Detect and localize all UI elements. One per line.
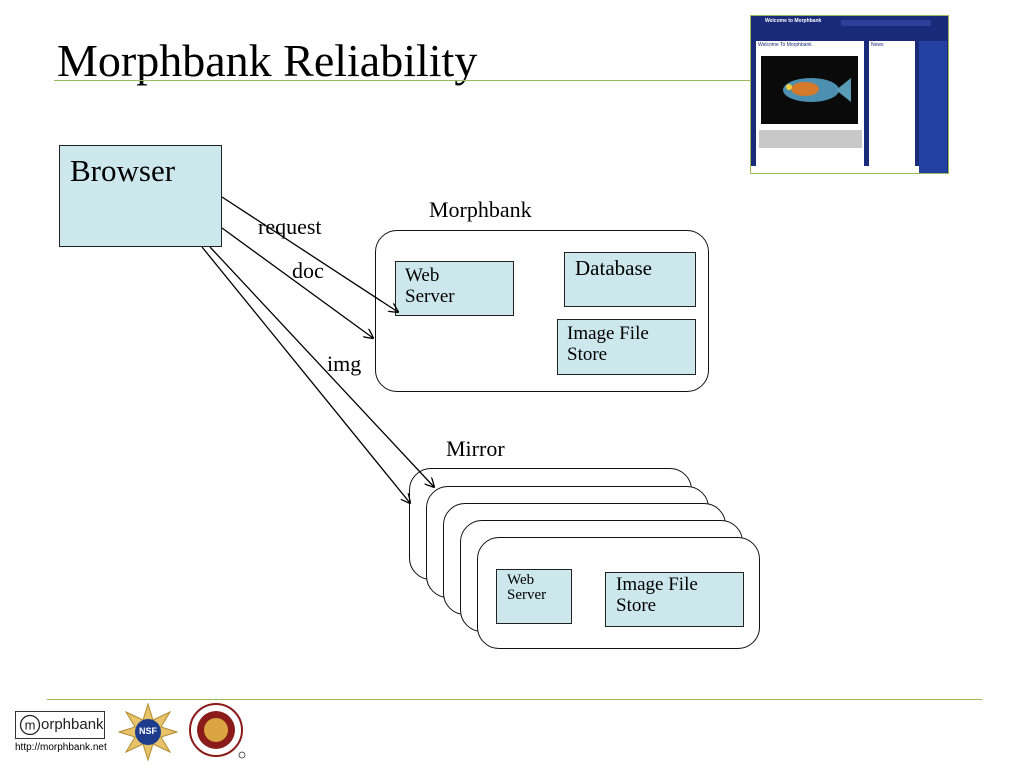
- morphbank-logo-text: orphbank: [41, 716, 104, 733]
- mirror-web-server-5-line1: Web: [507, 572, 535, 588]
- slide-title: Morphbank Reliability: [57, 35, 478, 86]
- doc-arrow: [221, 227, 373, 338]
- mirror-image-store-5-line1: Image File: [616, 574, 698, 595]
- mirror-image-store-5-line2: Store: [616, 595, 657, 616]
- footer-rule: [47, 699, 982, 700]
- morphbank-image-store-box: [557, 319, 696, 375]
- morphbank-image-store-line1: Image File: [567, 323, 649, 344]
- thumbnail-footer: [751, 166, 919, 173]
- fsu-seal-icon: [189, 703, 246, 759]
- title-rule: [54, 80, 759, 81]
- database-box: [564, 252, 696, 307]
- morphbank-image-store-line2: Store: [567, 344, 608, 365]
- morphbank-web-server-box: [395, 261, 514, 316]
- database-label: Database: [575, 256, 652, 280]
- doc-label: doc: [292, 258, 324, 283]
- thumbnail-header: Welcome to Morphbank: [765, 18, 822, 24]
- browser-label: Browser: [70, 153, 176, 188]
- morphbank-website-thumbnail: Welcome to Morphbank Welcome To Morphban…: [750, 15, 949, 174]
- morphbank-m-icon: m: [19, 714, 41, 736]
- mirror-label: Mirror: [446, 436, 505, 461]
- nsf-text: NSF: [139, 726, 157, 736]
- img-label: img: [327, 351, 362, 376]
- thumbnail-news-title: News: [871, 42, 884, 48]
- request-label: request: [258, 214, 322, 239]
- browser-box: [59, 145, 222, 247]
- img-arrow-2: [201, 246, 410, 503]
- img-arrow-1: [209, 246, 434, 487]
- thumbnail-strip: [759, 130, 862, 148]
- fsu-seal: [188, 702, 246, 760]
- morphbank-web-server-line2: Server: [405, 286, 455, 307]
- morphbank-logo: m orphbank: [15, 711, 105, 739]
- thumbnail-fish-photo: [761, 56, 858, 124]
- fish-image: [783, 78, 851, 102]
- nsf-seal-icon: [117, 702, 179, 762]
- request-arrow: [221, 196, 398, 312]
- nsf-logo: NSF: [117, 702, 179, 762]
- mirror-web-server-5: [496, 569, 572, 624]
- thumbnail-side-bar: [919, 41, 947, 173]
- svg-text:m: m: [25, 718, 36, 733]
- mirror-image-store-5: [605, 572, 744, 627]
- thumbnail-news-panel: [869, 41, 915, 166]
- thumbnail-panel-title: Welcome To Morphbank: [758, 42, 812, 48]
- thumbnail-nav-bar: [841, 20, 931, 26]
- mirror-web-server-5-line2: Server: [507, 587, 547, 603]
- morphbank-label: Morphbank: [429, 197, 532, 222]
- morphbank-web-server-line1: Web: [405, 265, 440, 286]
- footer-url: http://morphbank.net: [15, 742, 107, 753]
